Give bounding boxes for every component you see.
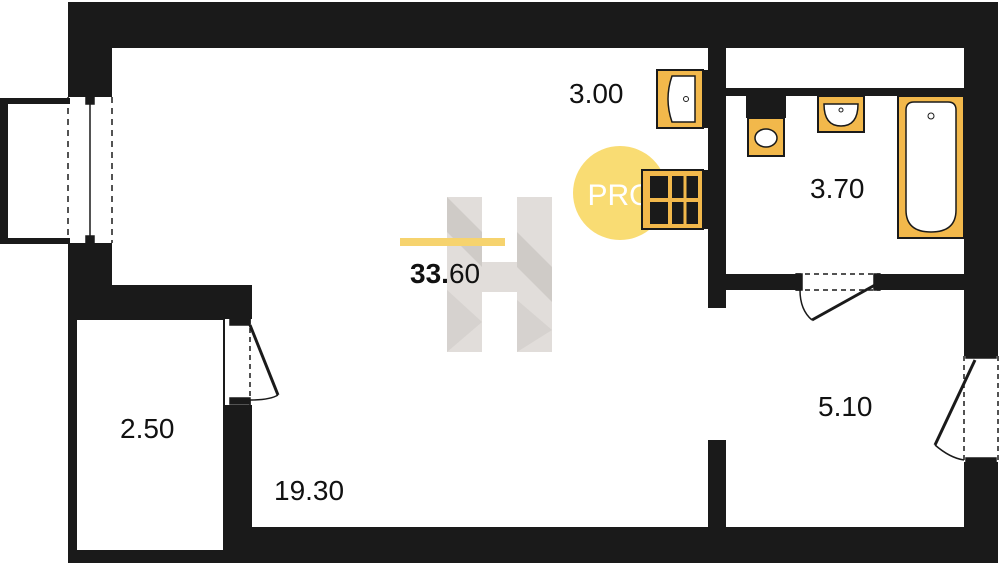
- walls: [68, 2, 998, 563]
- room-area-kitchen-niche: 3.00: [569, 78, 624, 109]
- total-area-decimal: 60: [449, 258, 480, 289]
- storage-door: [223, 318, 280, 405]
- bathroom-sink-icon: [817, 95, 865, 133]
- toilet-icon: [746, 96, 786, 157]
- total-area-accent: [400, 238, 505, 246]
- room-area-living-room: 19.30: [274, 475, 344, 506]
- bathroom-door: [795, 273, 881, 322]
- kitchen-sink-icon: [656, 69, 708, 129]
- cooktop-icon: [641, 169, 708, 230]
- room-area-hallway: 5.10: [818, 391, 873, 422]
- entrance-door: [933, 351, 999, 465]
- watermark-logo: [447, 197, 552, 352]
- total-area: 33.60: [410, 258, 480, 289]
- room-area-bathroom: 3.70: [810, 173, 865, 204]
- bathtub-icon: [897, 95, 965, 239]
- balcony: [0, 98, 70, 244]
- balcony-door: [67, 96, 113, 244]
- room-area-storage: 2.50: [120, 413, 175, 444]
- total-area-whole: 33.: [410, 258, 449, 289]
- storage-room: [75, 318, 225, 552]
